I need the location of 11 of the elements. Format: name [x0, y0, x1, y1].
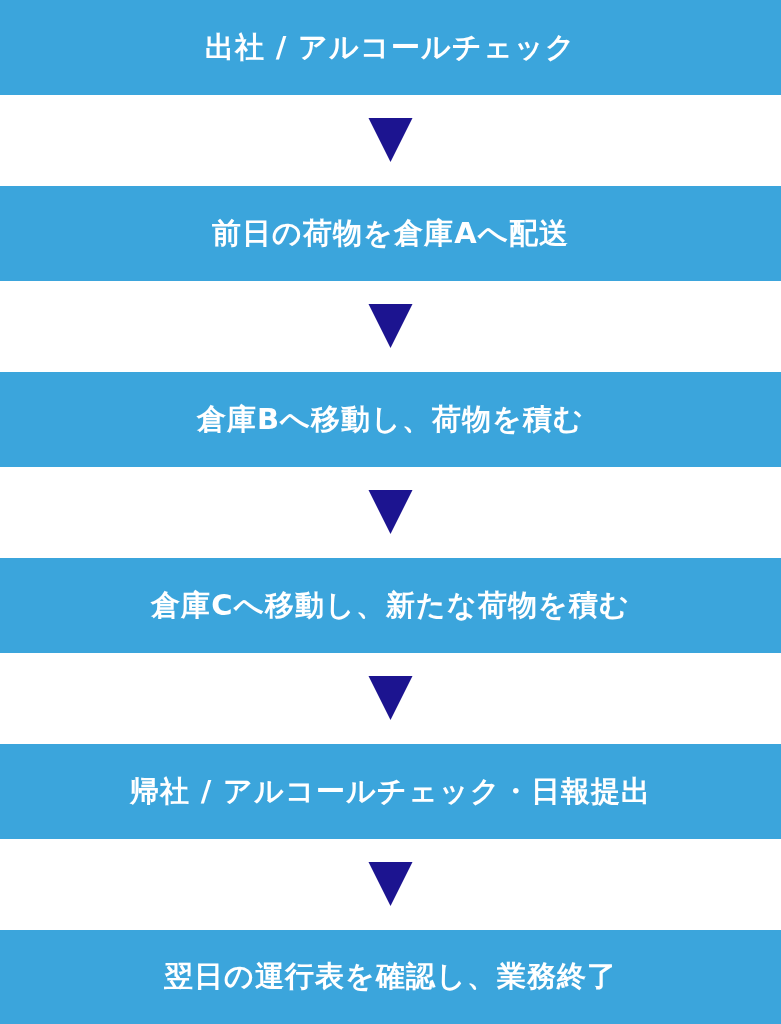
arrow — [368, 862, 413, 906]
step-band: 倉庫Cへ移動し、新たな荷物を積む — [0, 558, 781, 653]
step-band: 出社 / アルコールチェック — [0, 0, 781, 95]
step-band: 帰社 / アルコールチェック・日報提出 — [0, 744, 781, 839]
arrow — [368, 490, 413, 534]
arrow — [368, 118, 413, 162]
step-band: 倉庫Bへ移動し、荷物を積む — [0, 372, 781, 467]
arrow — [368, 304, 413, 348]
step-band: 翌日の運行表を確認し、業務終了 — [0, 930, 781, 1024]
step-band: 前日の荷物を倉庫Aへ配送 — [0, 186, 781, 281]
arrow — [368, 676, 413, 720]
